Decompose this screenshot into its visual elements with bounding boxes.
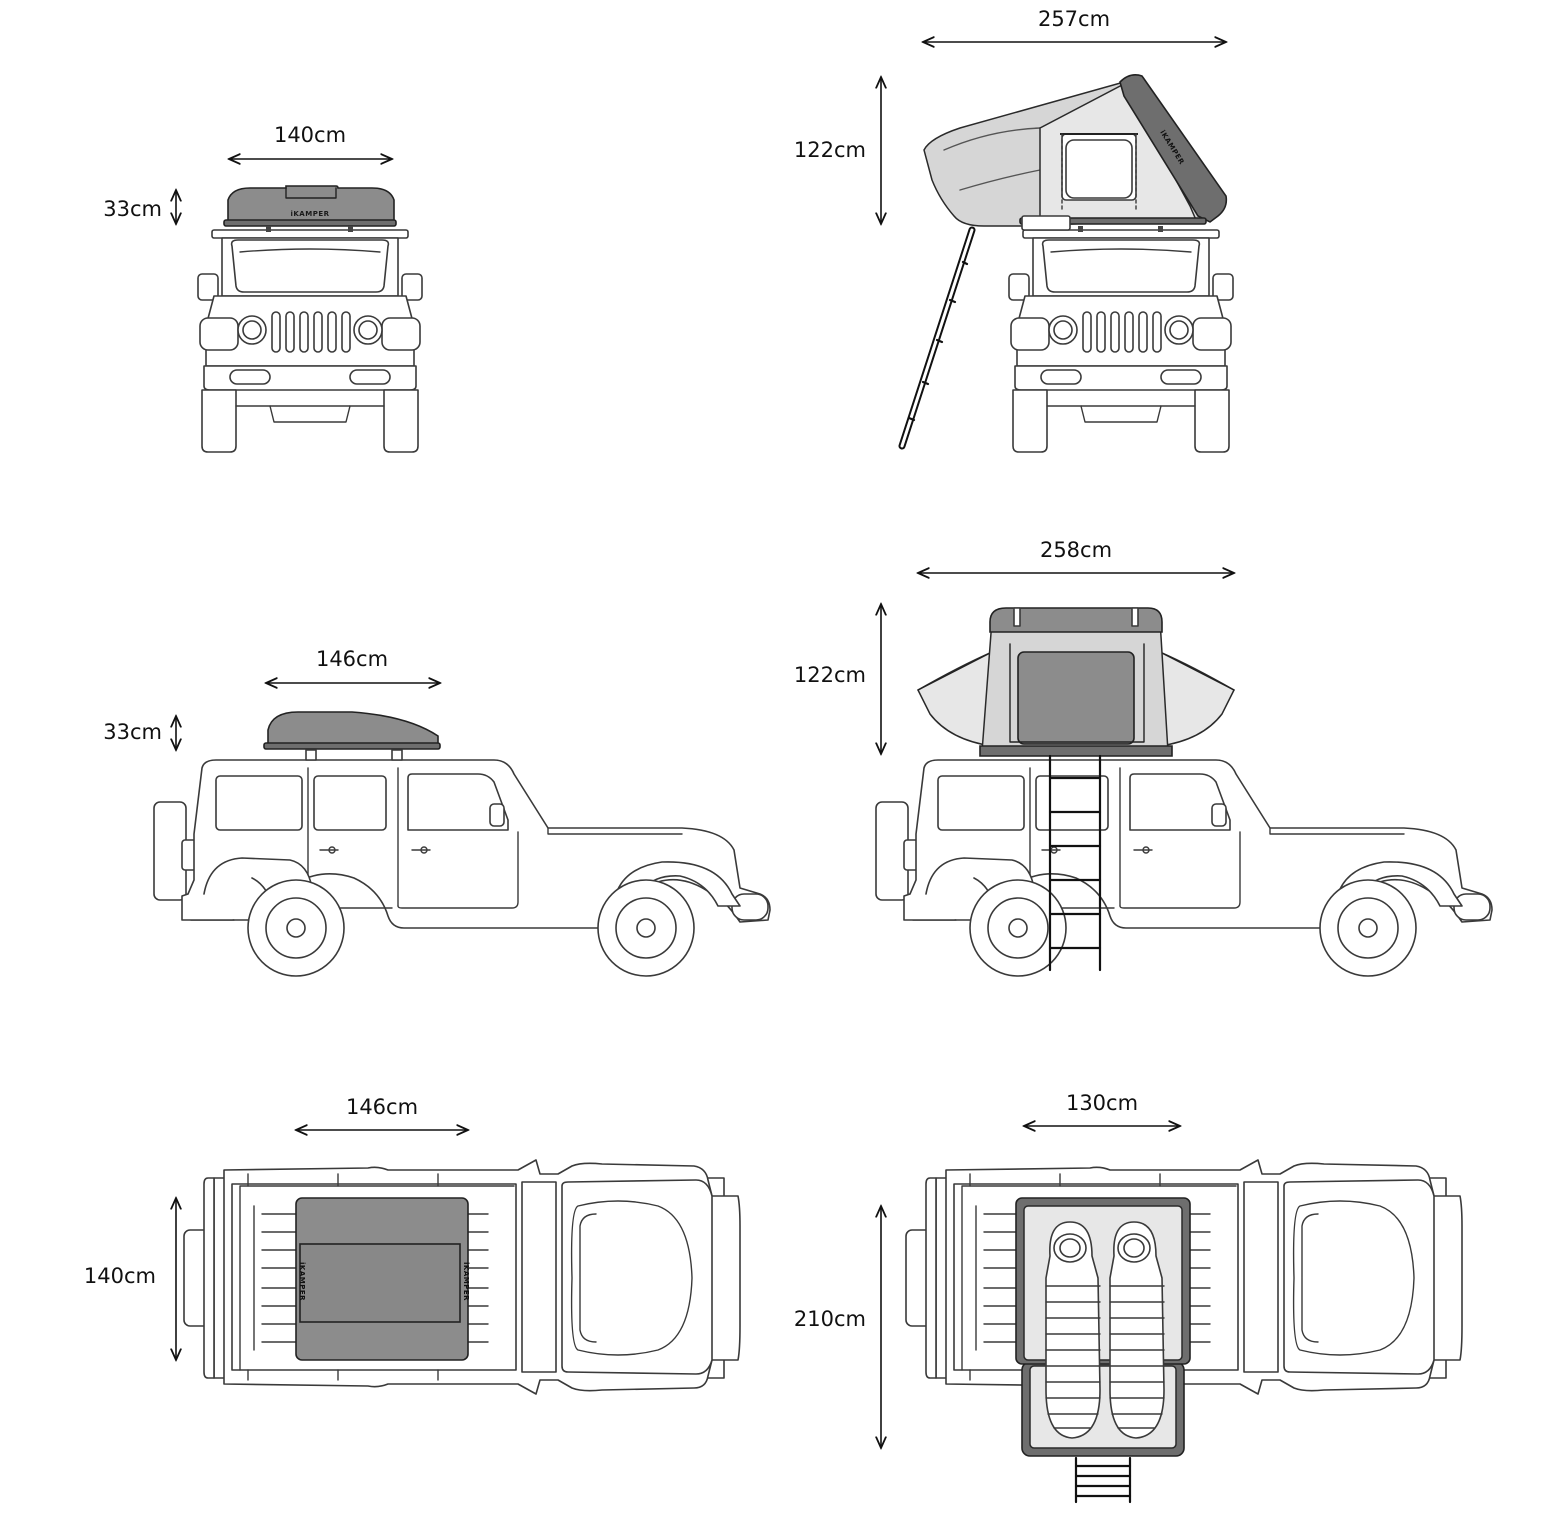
tent-awning-right	[1159, 650, 1235, 747]
dim-label: 122cm	[794, 138, 866, 162]
dim-open-side-height: 122cm	[794, 604, 881, 754]
tent-logo-top-left: iKAMPER	[298, 1262, 306, 1301]
sleeping-bag-right	[1109, 1221, 1165, 1439]
dim-label: 257cm	[1038, 7, 1110, 31]
dim-closed-top-width: 140cm	[84, 1198, 176, 1360]
tent-shell-top	[989, 607, 1163, 633]
tent-ladder-side	[1048, 754, 1102, 972]
dim-open-top-length: 210cm	[794, 1206, 881, 1448]
tent-door-panel	[1017, 651, 1135, 745]
tent-base-rail	[223, 219, 397, 227]
tent-side-shell	[1119, 74, 1228, 223]
dim-label: 146cm	[316, 647, 388, 671]
dim-label: 210cm	[794, 1307, 866, 1331]
dim-label: 146cm	[346, 1095, 418, 1119]
open-side-view	[875, 607, 1493, 977]
dim-closed-side-height: 33cm	[103, 716, 176, 750]
tent-ladder-front	[898, 226, 976, 450]
dim-label: 33cm	[103, 720, 162, 744]
dim-label: 140cm	[274, 123, 346, 147]
tent-ladder-top	[1074, 1456, 1132, 1504]
dim-open-side-length: 258cm	[918, 538, 1234, 573]
closed-tent-shell-side	[267, 711, 439, 745]
closed-tent-shell	[227, 185, 395, 223]
dim-open-front-width: 257cm	[923, 7, 1226, 42]
dim-open-top-width: 130cm	[1024, 1091, 1180, 1126]
dim-open-front-height: 122cm	[794, 77, 881, 224]
dim-label: 122cm	[794, 663, 866, 687]
dim-label: 258cm	[1040, 538, 1112, 562]
sleeping-bag-left	[1045, 1221, 1101, 1439]
open-top-view	[905, 1159, 1463, 1504]
dim-closed-side-length: 146cm	[266, 647, 440, 683]
closed-front-view: iKAMPER	[197, 185, 423, 453]
dim-label: 33cm	[103, 197, 162, 221]
dim-label: 130cm	[1066, 1091, 1138, 1115]
tent-logo-top-right: iKAMPER	[462, 1262, 470, 1301]
closed-top-view: iKAMPER iKAMPER	[183, 1159, 741, 1395]
tent-awning-left	[917, 650, 993, 747]
open-front-view: iKAMPER	[898, 74, 1234, 453]
tent-logo-front-closed: iKAMPER	[290, 210, 329, 218]
dim-closed-top-length: 146cm	[296, 1095, 468, 1130]
dim-label: 140cm	[84, 1264, 156, 1288]
closed-side-view	[153, 711, 771, 977]
dim-closed-front-width: 140cm	[229, 123, 392, 159]
dim-closed-front-height: 33cm	[103, 190, 176, 224]
tent-base-rail	[263, 742, 441, 750]
